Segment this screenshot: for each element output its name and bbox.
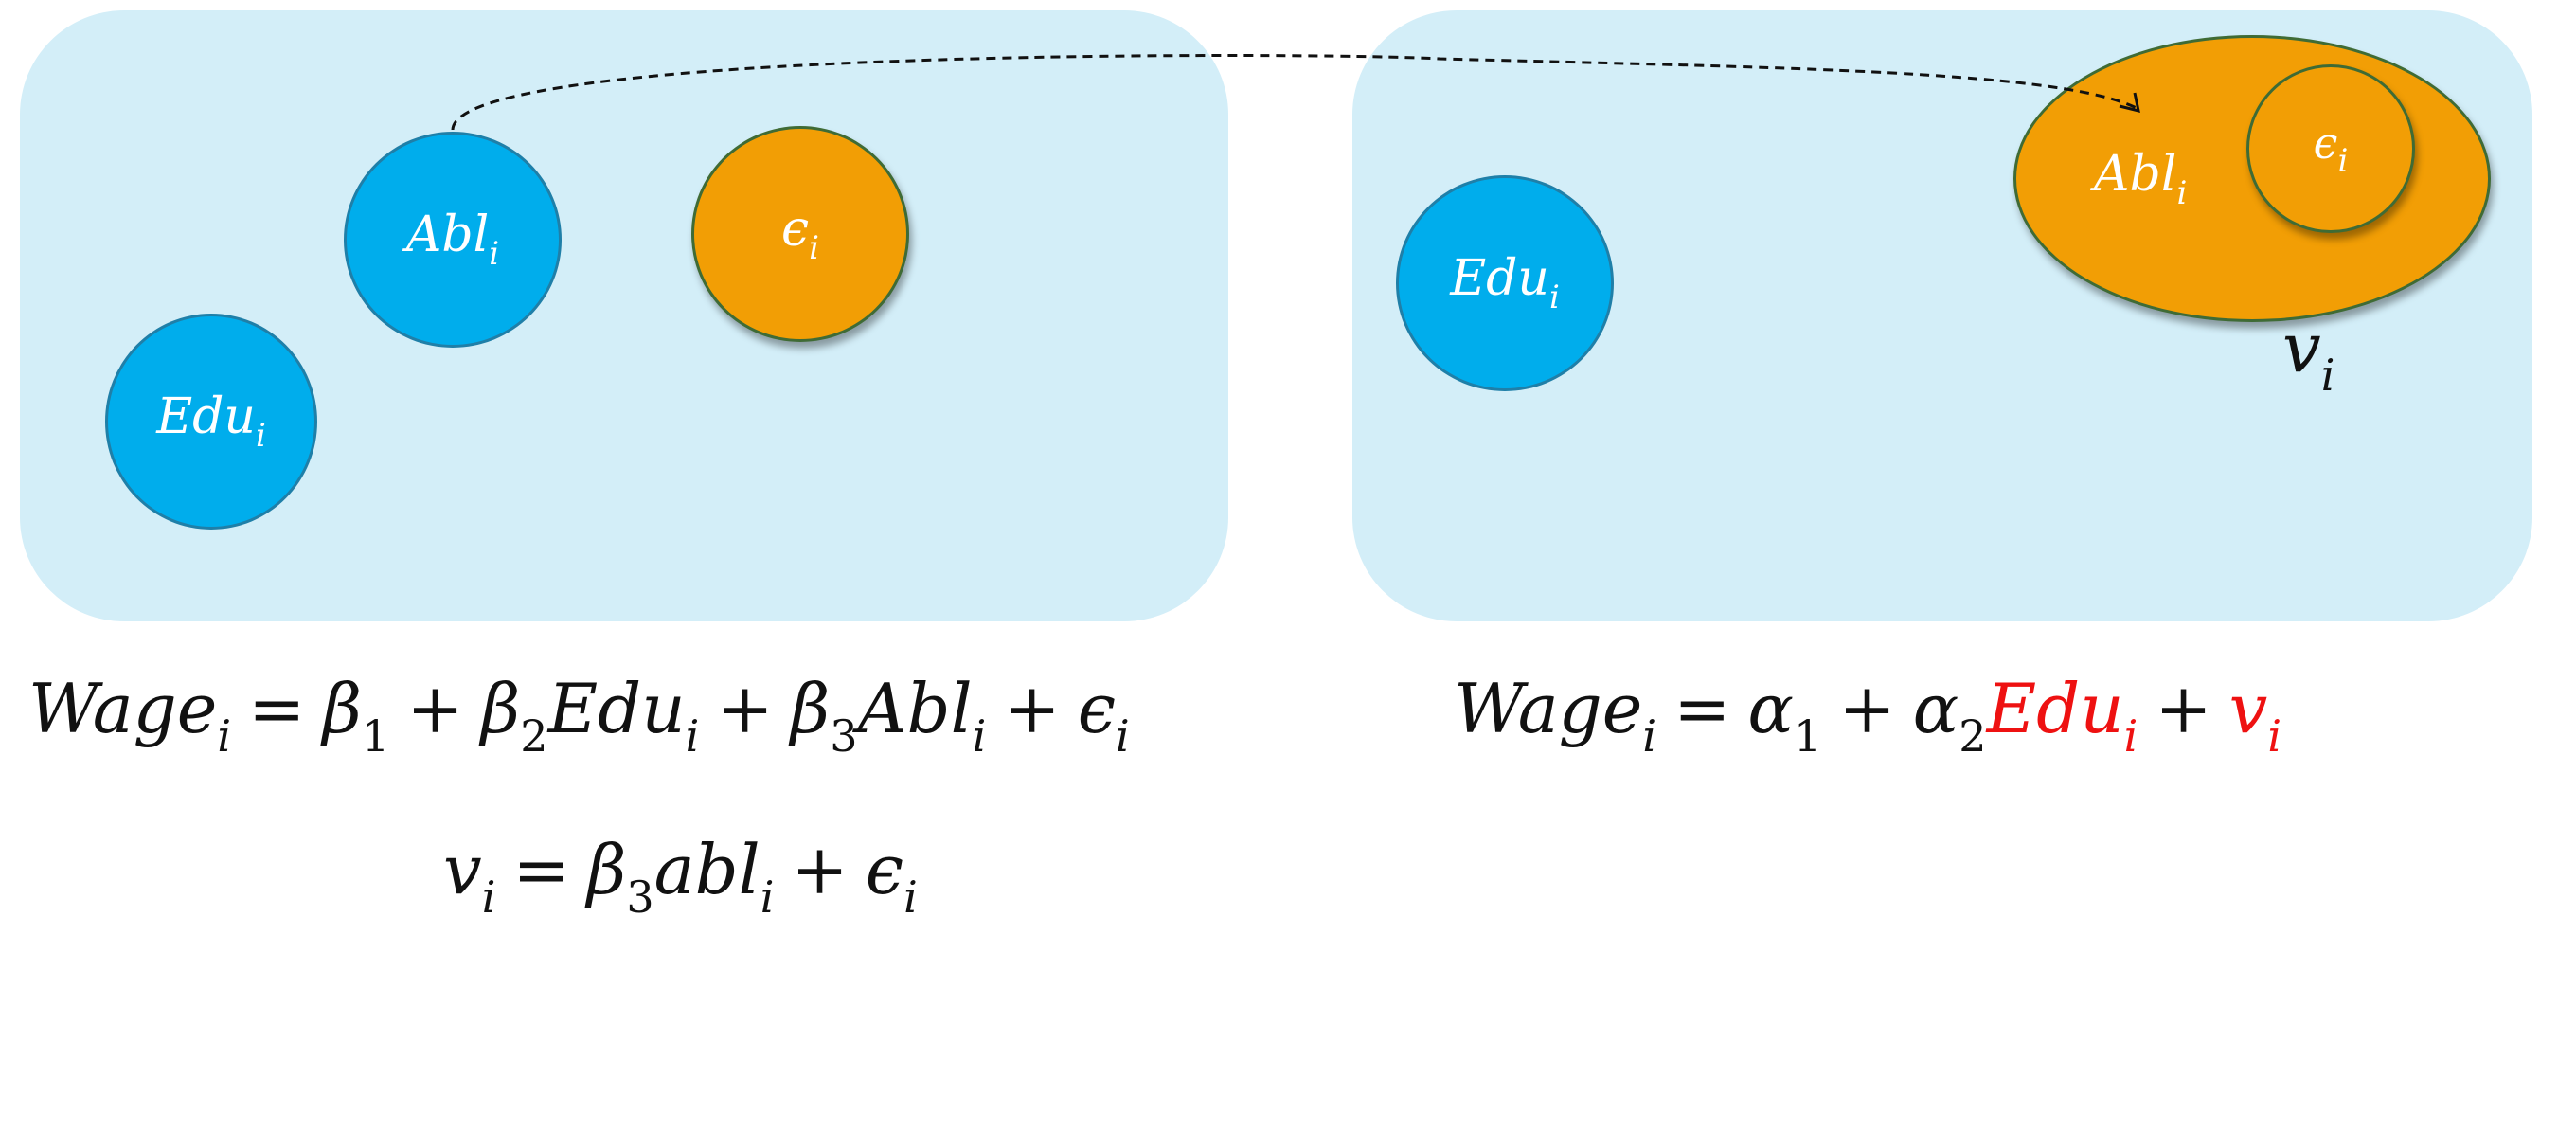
v-equation: vi=β3abli+ϵi bbox=[443, 830, 918, 923]
v-label: vi bbox=[2282, 308, 2335, 401]
edu-node-right: Edui bbox=[1396, 175, 1614, 391]
abl-node-left: Abli bbox=[344, 132, 562, 348]
epsilon-node-left: ϵi bbox=[691, 126, 909, 342]
v-highlight: vi bbox=[2228, 669, 2282, 762]
edu-node-left: Edui bbox=[105, 314, 317, 530]
wage-equation-left: Wagei=β1+β2Edui+β3Abli+ϵi bbox=[28, 669, 1130, 762]
wage-equation-right: Wagei=α1+α2Edui+vi bbox=[1454, 669, 2282, 762]
epsilon-node-right: ϵi bbox=[2246, 64, 2415, 233]
edu-highlight: Edui bbox=[1986, 669, 2138, 762]
